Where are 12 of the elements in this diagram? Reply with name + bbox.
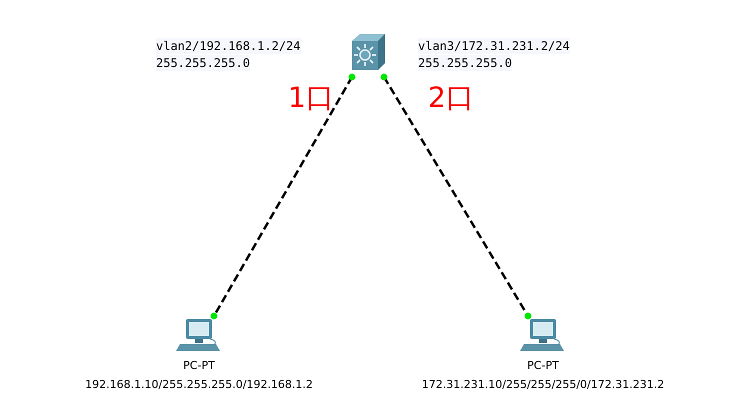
- address-text: 192.168.1.10/255.255.255.0/192.168.1.2: [85, 378, 313, 391]
- mask-text: 255.255.255.0: [156, 55, 250, 71]
- ip-address-text: vlan3/172.31.231.2/24: [418, 38, 570, 54]
- network-link: [210, 74, 356, 320]
- port-label: 1口: [288, 82, 334, 114]
- mask-text: 255.255.255.0: [418, 55, 512, 71]
- port-label: 2口: [428, 82, 474, 114]
- ip-address-text: vlan2/192.168.1.2/24: [156, 38, 300, 54]
- address-text: 172.31.231.10/255/255/255/0/172.31.231.2: [422, 378, 664, 391]
- device-name: PC-PT: [527, 359, 559, 372]
- device-name: PC-PT: [183, 359, 215, 372]
- network-link: [380, 74, 532, 320]
